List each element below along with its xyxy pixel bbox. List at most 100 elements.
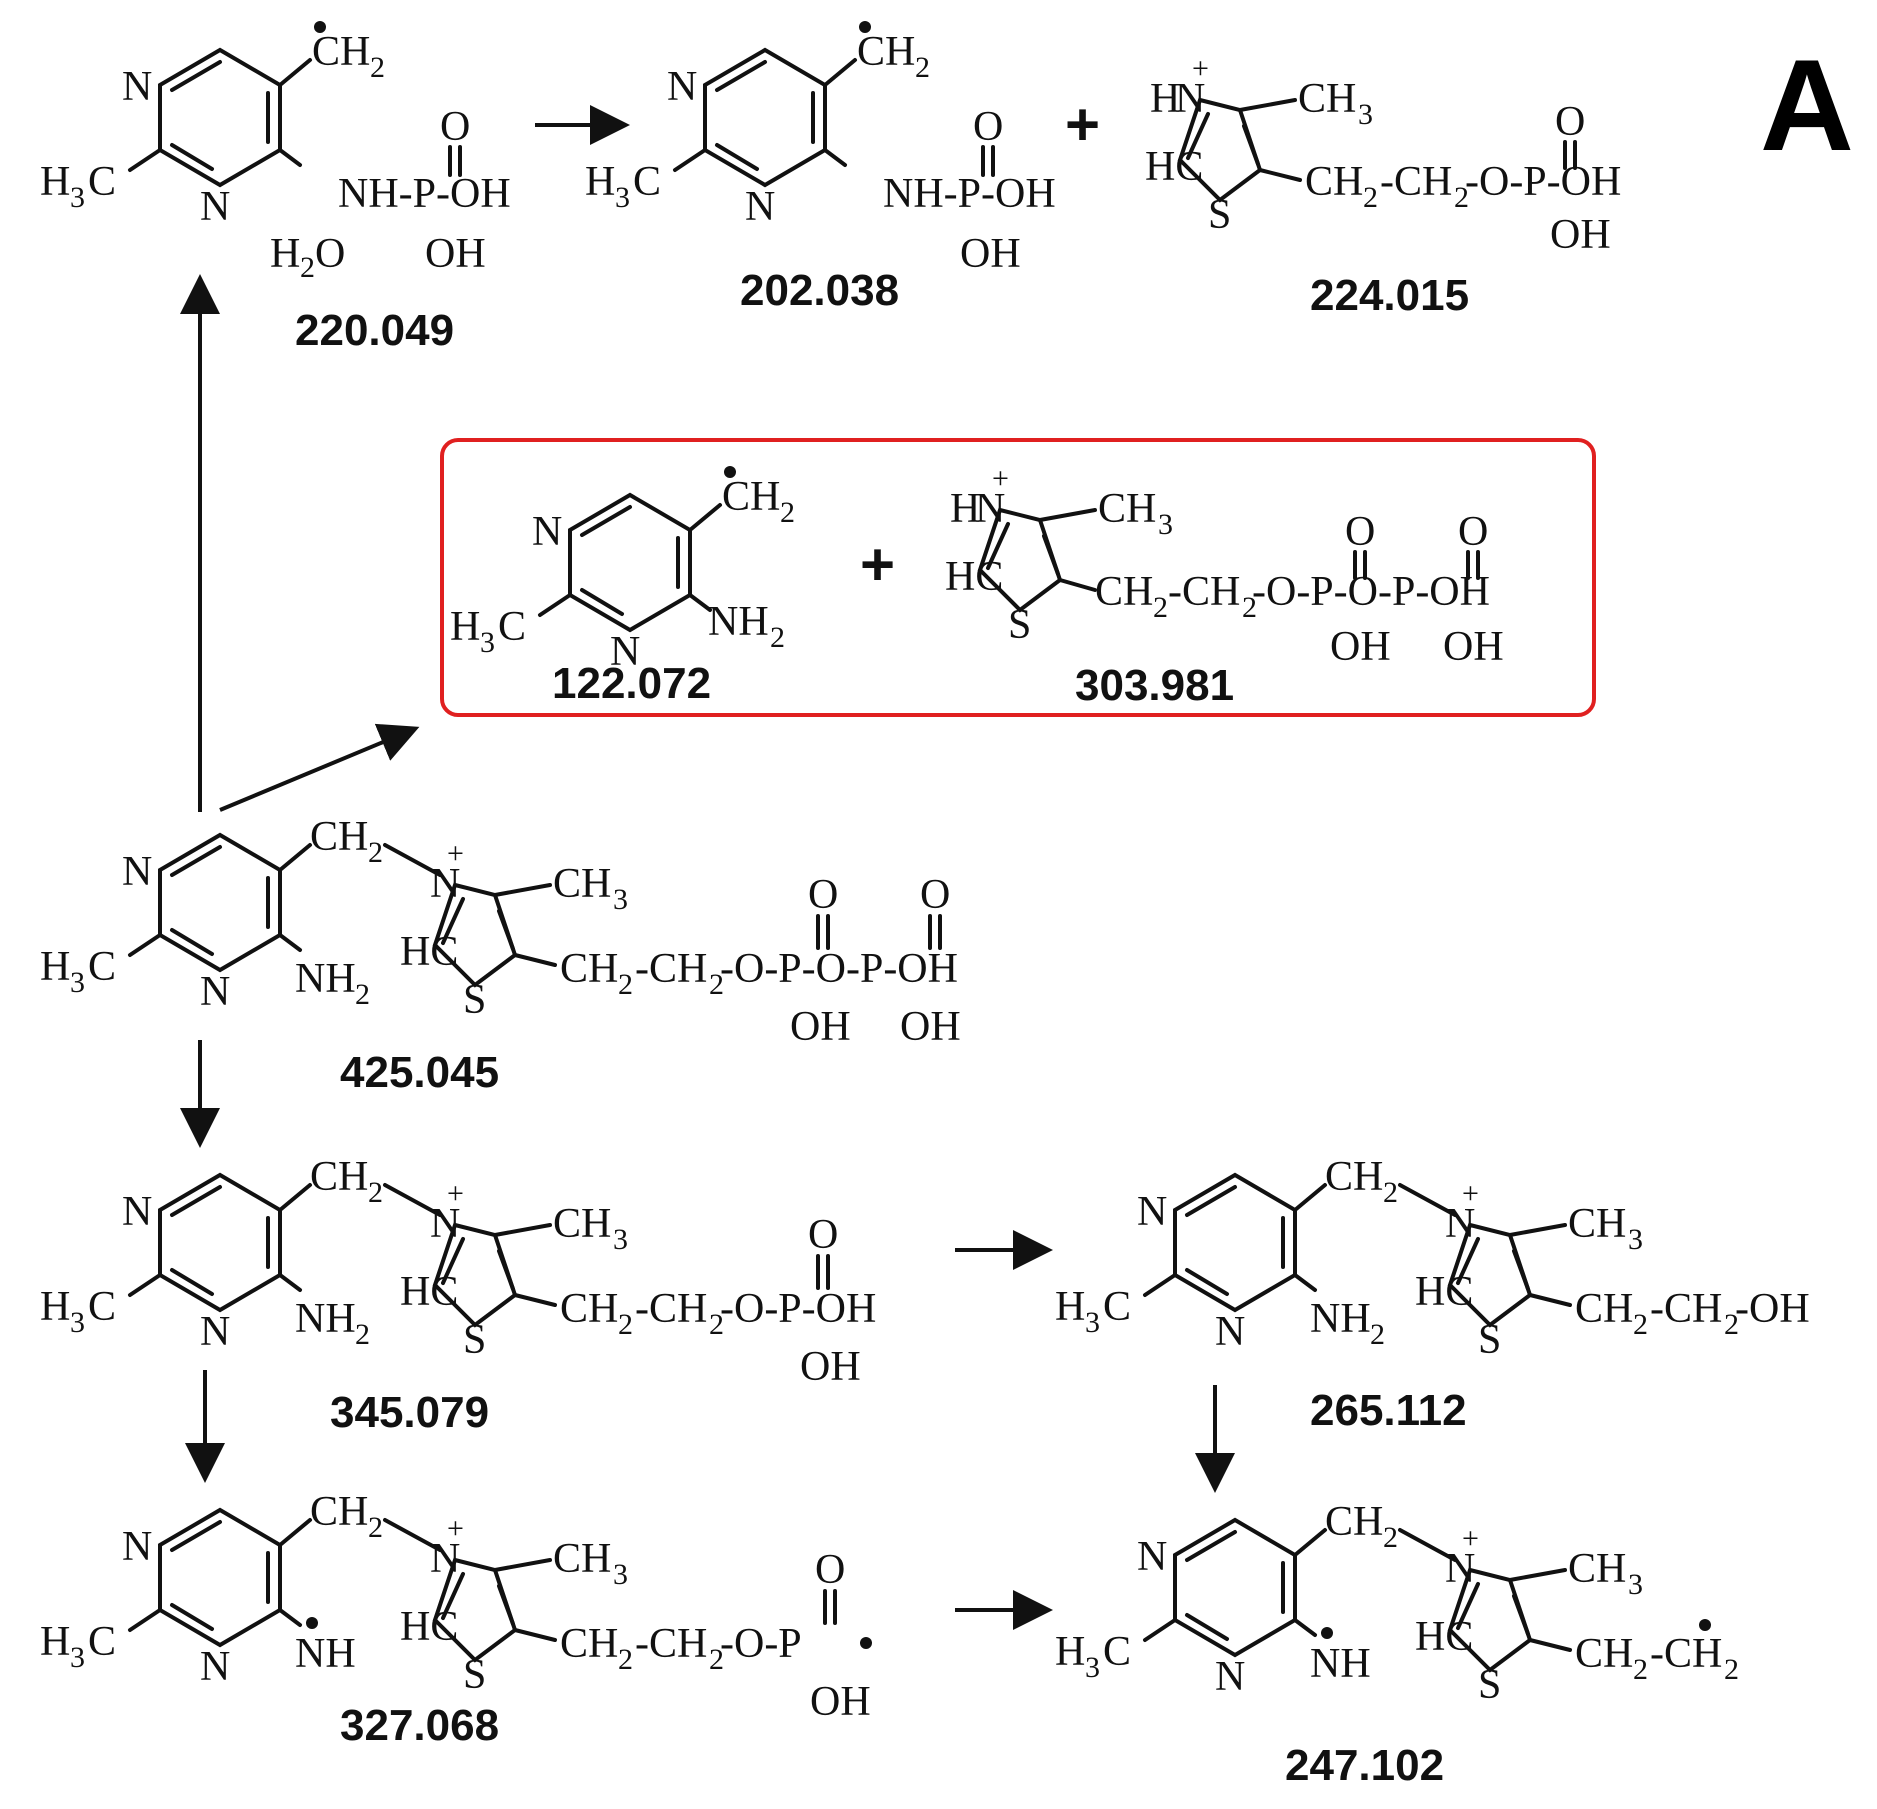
svg-text:2: 2 (1633, 1308, 1648, 1341)
svg-text:CH: CH (310, 814, 368, 860)
svg-text:NH-P-OH: NH-P-OH (338, 171, 511, 217)
svg-text:-CH: -CH (635, 1286, 707, 1332)
svg-text:CH: CH (1305, 159, 1363, 205)
svg-text:OH: OH (425, 231, 486, 277)
svg-text:2: 2 (355, 978, 370, 1011)
svg-text:OH: OH (1443, 624, 1504, 670)
svg-text:CH: CH (1575, 1631, 1633, 1677)
svg-text:2: 2 (1363, 181, 1378, 214)
mass-label: 220.049 (295, 306, 454, 355)
panel-label: A (1760, 32, 1854, 178)
svg-text:2: 2 (355, 1318, 370, 1351)
compound-224: H CH 2 -CH 2 -O-P-OH O OH 224.015 (1143, 50, 1621, 320)
mass-label: 345.079 (330, 1388, 489, 1437)
amine-label: NH (295, 956, 356, 1002)
svg-text:O: O (1458, 509, 1488, 555)
arrow-to-box (219, 723, 420, 812)
svg-text:-O-P-OH: -O-P-OH (720, 1286, 876, 1332)
svg-text:O: O (815, 1547, 845, 1593)
svg-text:2: 2 (618, 1643, 633, 1676)
svg-text:2: 2 (300, 251, 315, 284)
mass-label: 202.038 (740, 266, 899, 315)
svg-text:-O-P-OH: -O-P-OH (1465, 159, 1621, 205)
svg-text:CH: CH (1325, 1499, 1383, 1545)
svg-text:-CH: -CH (1168, 569, 1240, 615)
compound-265: CH 2 NH 2 CH 2 -CH 2 -OH 265.112 (1053, 1154, 1810, 1435)
svg-text:2: 2 (915, 51, 930, 84)
svg-text:OH: OH (800, 1344, 861, 1390)
svg-text:CH: CH (857, 29, 915, 75)
svg-text:CH: CH (312, 29, 370, 75)
mass-label: 327.068 (340, 1701, 499, 1750)
svg-text:OH: OH (790, 1004, 851, 1050)
svg-text:2: 2 (1633, 1653, 1648, 1686)
svg-text:H: H (950, 486, 980, 532)
svg-text:-O-P-O-P-OH: -O-P-O-P-OH (1252, 569, 1490, 615)
compound-327: CH 2 NH CH 2 -CH 2 -O-P O OH 327.068 (38, 1489, 872, 1750)
svg-text:O: O (808, 872, 838, 918)
svg-text:O: O (808, 1212, 838, 1258)
svg-text:-O-P: -O-P (720, 1621, 802, 1667)
svg-text:-CH: -CH (1650, 1286, 1722, 1332)
svg-text:CH: CH (560, 1621, 618, 1667)
svg-text:NH: NH (295, 1296, 356, 1342)
svg-text:OH: OH (1550, 212, 1611, 258)
svg-text:O: O (973, 104, 1003, 150)
highlight-box (440, 438, 1596, 717)
svg-text:O: O (1555, 99, 1585, 145)
mass-label: 425.045 (340, 1048, 499, 1097)
svg-text:NH-P-OH: NH-P-OH (883, 171, 1056, 217)
plus-sign: + (1065, 91, 1100, 158)
svg-text:2: 2 (770, 621, 785, 654)
svg-text:2: 2 (780, 496, 795, 529)
svg-text:CH: CH (560, 946, 618, 992)
svg-text:2: 2 (709, 1308, 724, 1341)
svg-text:2: 2 (1724, 1308, 1739, 1341)
svg-text:-OH: -OH (1735, 1286, 1810, 1332)
plus-sign: + (860, 531, 895, 598)
svg-text:CH: CH (722, 474, 780, 520)
svg-text:2: 2 (368, 1511, 383, 1544)
svg-text:CH: CH (1325, 1154, 1383, 1200)
svg-text:2: 2 (368, 1176, 383, 1209)
svg-text:NH: NH (1310, 1641, 1371, 1687)
compound-122: CH 2 NH 2 122.072 (448, 466, 795, 708)
mass-label: 303.981 (1075, 661, 1234, 710)
svg-text:2: 2 (1242, 591, 1257, 624)
svg-text:CH: CH (310, 1154, 368, 1200)
compound-425: CH 2 NH 2 CH 2 -CH 2 -O-P-O-P-OH O O OH … (38, 814, 961, 1097)
svg-text:H: H (270, 231, 300, 277)
svg-text:-O-P-O-P-OH: -O-P-O-P-OH (720, 946, 958, 992)
svg-text:O: O (315, 231, 345, 277)
svg-text:2: 2 (1724, 1653, 1739, 1686)
svg-text:-CH: -CH (635, 1621, 707, 1667)
svg-text:2: 2 (1153, 591, 1168, 624)
svg-text:2: 2 (370, 51, 385, 84)
svg-text:CH: CH (560, 1286, 618, 1332)
svg-text:CH: CH (310, 1489, 368, 1535)
svg-text:2: 2 (1370, 1318, 1385, 1351)
compound-220: CH 2 NH-P-OH O OH H 2 O 220.049 (38, 21, 511, 355)
svg-text:2: 2 (709, 1643, 724, 1676)
svg-text:2: 2 (1383, 1521, 1398, 1554)
svg-text:2: 2 (1454, 181, 1469, 214)
mass-label: 265.112 (1310, 1386, 1467, 1435)
svg-text:O: O (440, 104, 470, 150)
svg-text:2: 2 (618, 968, 633, 1001)
svg-text:OH: OH (960, 231, 1021, 277)
svg-text:O: O (1345, 509, 1375, 555)
svg-text:2: 2 (368, 836, 383, 869)
svg-text:-CH: -CH (1380, 159, 1452, 205)
svg-text:O: O (920, 872, 950, 918)
compound-303: H CH 2 -CH 2 -O-P-O-P-OH O O OH OH 303.9… (943, 460, 1504, 710)
svg-text:-CH: -CH (635, 946, 707, 992)
svg-text:NH: NH (708, 599, 769, 645)
svg-text:2: 2 (618, 1308, 633, 1341)
mass-label: 247.102 (1285, 1741, 1444, 1790)
svg-text:NH: NH (1310, 1296, 1371, 1342)
svg-text:H: H (1150, 76, 1180, 122)
compound-247: CH 2 NH CH 2 -CH 2 247.102 (1053, 1499, 1739, 1790)
mass-label: 224.015 (1310, 271, 1469, 320)
